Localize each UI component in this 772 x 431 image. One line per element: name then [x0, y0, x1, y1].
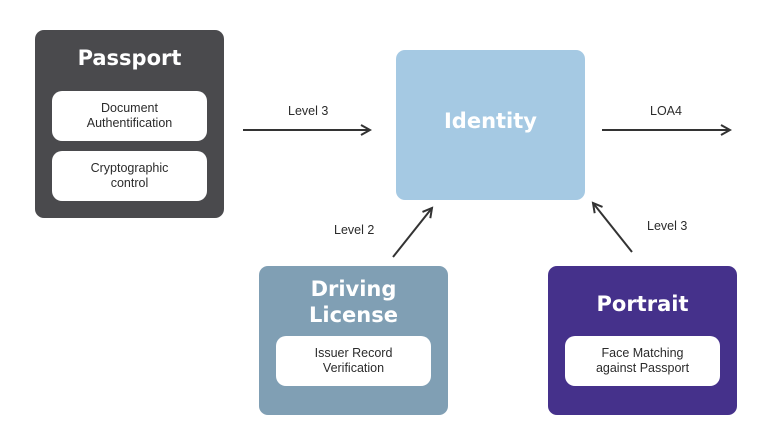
edge-label-portrait-level: Level 3 — [647, 219, 688, 233]
driving-license-box: Driving License Issuer Record Verificati… — [259, 266, 448, 415]
edge-label-passport-level: Level 3 — [288, 104, 329, 118]
arrow-portrait-to-identity — [593, 203, 633, 253]
cryptographic-control-pill: Cryptographic control — [52, 151, 207, 201]
identity-title: Identity — [443, 109, 537, 133]
arrow-driving-to-identity — [392, 208, 432, 258]
issuer-record-verification-pill: Issuer Record Verification — [276, 336, 431, 386]
driving-license-title: Driving License — [309, 277, 398, 327]
edge-label-driving-level: Level 2 — [334, 223, 375, 237]
portrait-title: Portrait — [596, 292, 689, 316]
passport-box: Passport Document Authentification Crypt… — [35, 30, 224, 218]
passport-title: Passport — [77, 46, 182, 70]
document-authentification-pill: Document Authentification — [52, 91, 207, 141]
edge-label-loa4: LOA4 — [650, 104, 682, 118]
portrait-box: Portrait Face Matching against Passport — [548, 266, 737, 415]
face-matching-pill: Face Matching against Passport — [565, 336, 720, 386]
identity-box: Identity — [396, 50, 585, 200]
